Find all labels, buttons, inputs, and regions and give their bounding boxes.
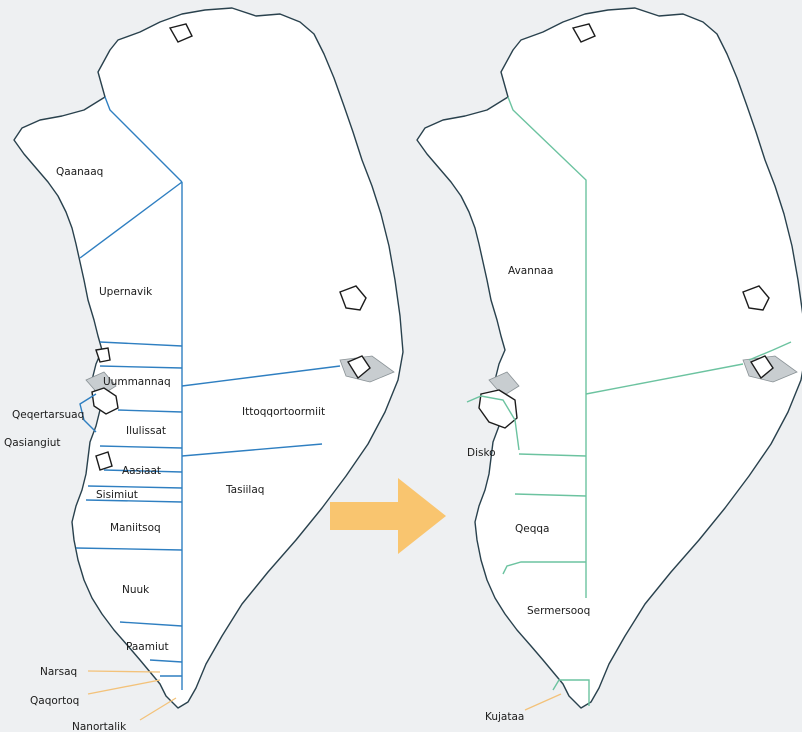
border-qaanaaq-upernavik <box>79 181 183 259</box>
label-sermersooq: Sermersooq <box>527 605 590 617</box>
east-island-right-2 <box>749 355 774 380</box>
west-island-left-1 <box>95 347 111 363</box>
label-qeqertarsuaq: Qeqertarsuaq <box>12 409 84 421</box>
border-qeqqa-north <box>514 493 587 497</box>
border-qaanaaq-east <box>104 96 183 183</box>
border-qeqertarsuaq <box>79 393 97 433</box>
label-ilulissat: Ilulissat <box>126 425 166 437</box>
kujataa-leader <box>524 693 562 711</box>
border-central-vertical-new <box>507 96 587 598</box>
east-island-left-1 <box>339 285 367 311</box>
label-sisimiut: Sisimiut <box>96 489 138 501</box>
label-aasiaat: Aasiaat <box>122 465 161 477</box>
border-sisimiut-maniitsoq <box>85 499 183 503</box>
border-ittoqqortoormiit-tasiilaq <box>181 443 323 457</box>
border-east-coast <box>748 341 792 361</box>
old-municipalities-map: Qaanaaq Upernavik Uummannaq Qeqertarsuaq… <box>4 7 404 732</box>
label-nuuk: Nuuk <box>122 584 150 596</box>
north-island-left <box>168 23 193 43</box>
nanortalik-leader <box>139 697 177 721</box>
border-uummannaq-inner <box>99 365 183 369</box>
label-avannaa: Avannaa <box>508 265 553 277</box>
border-disko-qeqqa <box>518 453 587 457</box>
label-nanortalik: Nanortalik <box>72 721 127 732</box>
border-paamiut-narsaq <box>149 659 183 663</box>
label-tasiilaq: Tasiilaq <box>225 484 264 496</box>
disko-island-left <box>91 387 119 415</box>
border-aasiaat-sisimiut <box>103 469 183 473</box>
border-maniitsoq-nuuk <box>75 547 183 551</box>
label-upernavik: Upernavik <box>99 286 153 298</box>
narsaq-leader <box>87 670 161 673</box>
border-nuuk-paamiut <box>119 621 183 627</box>
label-paamiut: Paamiut <box>126 641 169 653</box>
border-upernavik-uummannaq <box>99 341 183 347</box>
disko-island-right <box>478 389 518 429</box>
label-kujataa: Kujataa <box>485 711 524 723</box>
label-qasiangiut: Qasiangiut <box>4 437 61 449</box>
border-kujataa <box>552 679 590 706</box>
label-disko: Disko <box>467 447 496 459</box>
border-sisimiut-north <box>87 485 183 489</box>
east-island-left-2 <box>346 355 371 380</box>
border-avannaa-sermersooq-east <box>585 363 744 395</box>
label-maniitsoq: Maniitsoq <box>110 522 161 534</box>
greenland-outline-left <box>13 7 404 709</box>
label-qaqortoq: Qaqortoq <box>30 695 79 707</box>
border-qeqqa-sermersooq <box>502 561 586 575</box>
label-ittoqqortoormiit: Ittoqqortoormiit <box>242 406 325 418</box>
west-island-left-2 <box>95 451 113 471</box>
label-qaanaaq: Qaanaaq <box>56 166 103 178</box>
border-ittoqqortoormiit-north <box>181 365 341 387</box>
label-narsaq: Narsaq <box>40 666 77 678</box>
label-qeqqa: Qeqqa <box>515 523 550 535</box>
greenland-outline-right <box>416 7 802 709</box>
north-island-right <box>571 23 596 43</box>
border-ilulissat-aasiaat <box>99 445 183 449</box>
transition-arrow-icon <box>330 478 446 554</box>
qaqortoq-leader <box>87 679 161 695</box>
label-uummannaq: Uummannaq <box>103 376 171 388</box>
east-island-right-1 <box>742 285 770 311</box>
border-disko-north <box>466 395 520 451</box>
border-uummannaq-ilulissat <box>117 409 183 413</box>
new-municipalities-map: Avannaa Disko Qeqqa Sermersooq Kujataa <box>416 7 802 723</box>
